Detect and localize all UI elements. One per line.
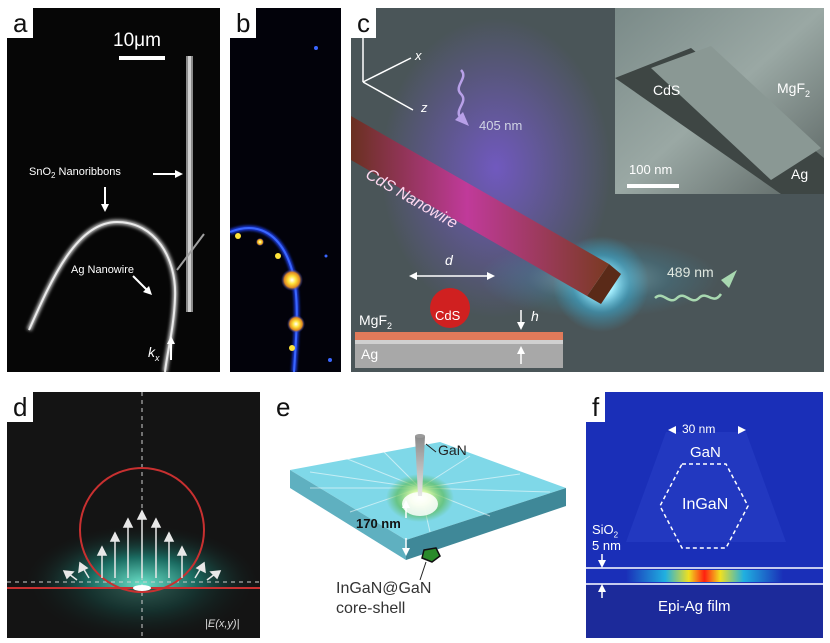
panel-a: a 10μm SnO2 Nanoribbons Ag Nanowire kx xyxy=(7,8,220,372)
panel-label: a xyxy=(7,8,34,38)
inset-cds-label: CdS xyxy=(653,82,681,98)
cds-circle-label: CdS xyxy=(435,308,461,323)
axis-z-label: z xyxy=(421,100,428,115)
arrow-icon xyxy=(143,286,152,295)
cds-nanowire xyxy=(351,116,609,296)
sio2-label: SiO2 xyxy=(592,522,619,540)
emission-wave-icon xyxy=(654,293,723,302)
d-label: d xyxy=(445,252,453,268)
inset-mgf2-label: MgF2 xyxy=(777,80,811,99)
excitation-wave-icon xyxy=(457,69,465,119)
panel-e-schematic xyxy=(290,434,566,581)
excitation-label: 405 nm xyxy=(479,118,523,133)
mgf2-layer xyxy=(355,332,563,340)
ag-label: Ag xyxy=(361,346,379,362)
panel-label: e xyxy=(270,392,297,422)
ingan-label: InGaN xyxy=(682,496,729,513)
ag-layer xyxy=(355,340,563,368)
panel-label: c xyxy=(351,8,376,38)
mgf2-label: MgF2 xyxy=(359,312,393,331)
h-label: h xyxy=(531,308,539,324)
nanoribbons-label: SnO2 Nanoribbons xyxy=(29,166,121,181)
field-magnitude-label: |E(x,y)| xyxy=(205,618,240,630)
scale-bar xyxy=(119,56,165,60)
panel-b-field-map xyxy=(230,46,332,372)
film-label: Epi-Ag film xyxy=(658,598,731,615)
distance-label: 170 nm xyxy=(356,516,401,531)
gan-label: GaN xyxy=(690,444,721,461)
thickness-label: 5 nm xyxy=(592,538,621,553)
kx-label: kx xyxy=(148,344,160,363)
scale-bar-label: 10μm xyxy=(113,30,161,51)
panel-d-field-plot xyxy=(7,392,260,638)
nanowire-ring xyxy=(79,467,205,593)
field-arrows xyxy=(62,509,222,581)
coreshell-label-2: core-shell xyxy=(336,600,406,617)
panel-label: f xyxy=(586,392,606,422)
gan-label: GaN xyxy=(438,442,467,458)
panel-b: b xyxy=(230,8,341,372)
panel-a-micrograph xyxy=(26,56,205,372)
panel-label: d xyxy=(7,392,34,422)
arrow-icon xyxy=(167,336,175,344)
panel-e: e GaN 170 nm InGaN@GaN core-shell xyxy=(270,392,576,638)
coreshell-particle xyxy=(421,547,441,563)
gap-field-band xyxy=(626,570,783,582)
panel-d: d |E(x,y)| xyxy=(7,392,260,638)
panel-c-schematic xyxy=(351,8,824,368)
inset-scale-label: 100 nm xyxy=(629,162,673,177)
cds-circle xyxy=(430,288,470,328)
panel-label: b xyxy=(230,8,257,38)
panel-c: c x z 405 nm CdS Nanowire 489 nm d CdS h… xyxy=(351,8,824,372)
coreshell-label-1: InGaN@GaN xyxy=(336,580,432,597)
arrow-icon xyxy=(175,170,183,178)
axis-x-label: x xyxy=(415,48,422,63)
width-label: 30 nm xyxy=(682,422,716,436)
arrow-icon xyxy=(101,204,109,212)
gan-tip xyxy=(415,436,425,496)
inset-ag-label: Ag xyxy=(791,166,809,182)
emission-label: 489 nm xyxy=(667,264,714,280)
nanowire-label: Ag Nanowire xyxy=(71,264,134,276)
panel-f-field-map xyxy=(586,392,823,638)
panel-f: f 30 nm GaN InGaN SiO2 5 nm Epi-Ag film xyxy=(586,392,823,638)
ingan-hexagon xyxy=(659,463,749,549)
